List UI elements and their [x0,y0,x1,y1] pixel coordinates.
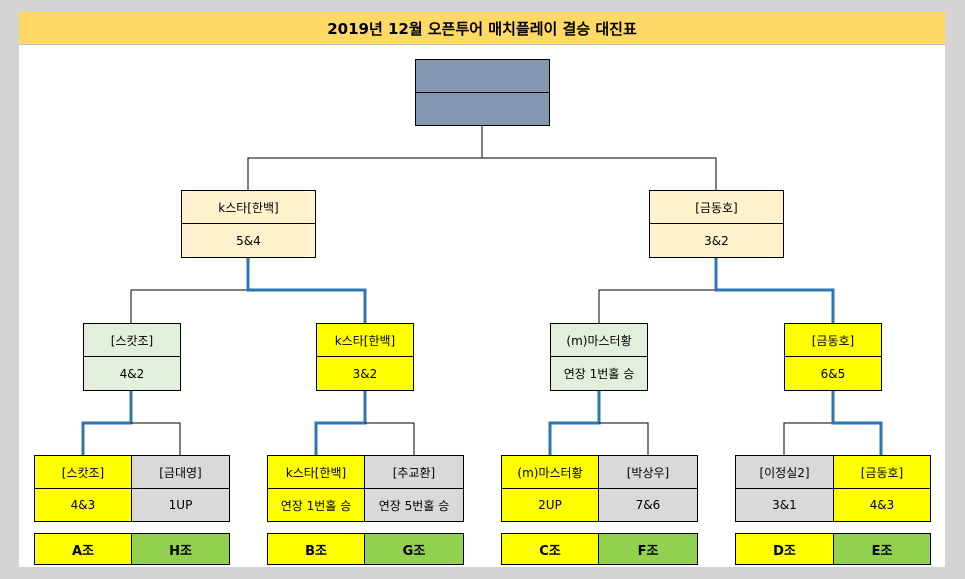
quarterfinal-1-score: 4&2 [83,356,181,391]
page-title: 2019년 12월 오픈투어 매치플레이 결승 대진표 [19,12,945,45]
line-q4-winner [831,390,883,455]
round1-player-3-name: k스타[한백] [267,455,365,489]
semifinal-2-name: [금동호] [649,190,784,224]
line-final-right [482,157,717,190]
round1-player-8-name: [금동호] [833,455,931,489]
round1-player-2-score: 1UP [131,488,230,522]
quarterfinal-4-score: 6&5 [784,356,882,391]
line-semi2-left [598,289,716,323]
line-q1-loser [131,422,181,455]
line-q1-winner [81,390,133,455]
quarterfinal-4-name: [금동호] [784,323,882,357]
line-q4-loser [783,422,833,455]
round1-player-6-name: [박상우] [598,455,698,489]
round1-player-1-score: 4&3 [34,488,132,522]
group-label-h: H조 [131,533,230,565]
champion-name-box [415,59,550,93]
line-final-left [247,125,483,190]
semifinal-1-score: 5&4 [181,223,316,258]
semifinal-1-name: k스타[한백] [181,190,316,224]
quarterfinal-2-score: 3&2 [316,356,414,391]
line-semi1-left [130,289,248,323]
group-label-d: D조 [735,533,834,565]
round1-player-8-score: 4&3 [833,488,931,522]
line-q3-winner [548,390,601,455]
round1-player-5-name: (m)마스터황 [501,455,599,489]
quarterfinal-1-name: [스캇조] [83,323,181,357]
group-label-a: A조 [34,533,132,565]
line-q2-loser [365,422,415,455]
round1-player-4-score: 연장 5번홀 승 [364,488,464,522]
round1-player-3-score: 연장 1번홀 승 [267,488,365,522]
group-label-f: F조 [598,533,698,565]
round1-player-1-name: [스캇조] [34,455,132,489]
round1-player-6-score: 7&6 [598,488,698,522]
line-semi2-right [714,257,835,323]
round1-player-7-name: [이정실2] [735,455,834,489]
group-label-c: C조 [501,533,599,565]
group-label-b: B조 [267,533,365,565]
quarterfinal-3-score: 연장 1번홀 승 [550,356,648,391]
group-label-g: G조 [364,533,464,565]
round1-player-4-name: [추교환] [364,455,464,489]
line-semi1-right [246,257,367,323]
semifinal-2-score: 3&2 [649,223,784,258]
group-label-e: E조 [833,533,931,565]
line-q2-winner [314,390,367,455]
champion-score-box [415,92,550,126]
quarterfinal-2-name: k스타[한백] [316,323,414,357]
quarterfinal-3-name: (m)마스터황 [550,323,648,357]
round1-player-7-score: 3&1 [735,488,834,522]
round1-player-5-score: 2UP [501,488,599,522]
round1-player-2-name: [금대영] [131,455,230,489]
line-q3-loser [599,422,649,455]
